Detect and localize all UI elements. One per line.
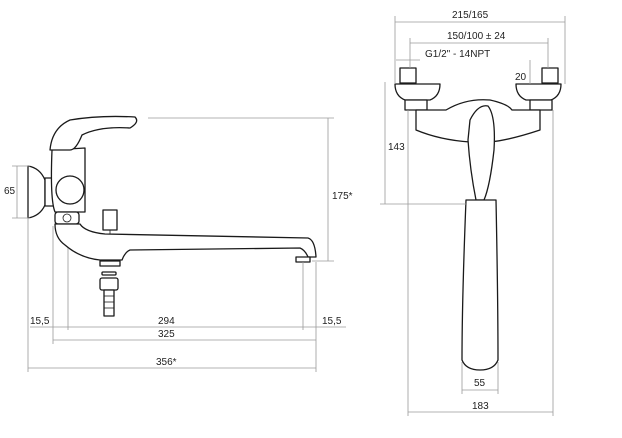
body-bulge	[55, 175, 85, 205]
dim-connector-height: 20	[515, 72, 527, 83]
dim-total-height: 175*	[332, 191, 353, 202]
dim-spout-length: 325	[158, 329, 175, 340]
front-spout	[461, 199, 499, 371]
lever-handle	[49, 115, 138, 151]
washer	[101, 271, 117, 276]
hose-connector	[103, 289, 115, 317]
nut-right	[529, 99, 553, 111]
connector-right	[541, 67, 559, 84]
hose-thread	[99, 260, 121, 267]
dim-bottom-width: 183	[472, 401, 489, 412]
front-view: 215/165 150/100 ± 24 G1/2" - 14NPT 20 14…	[380, 10, 566, 416]
wall-flange	[27, 165, 46, 219]
flange-right	[515, 83, 562, 101]
dim-center-distance: 150/100 ± 24	[447, 31, 506, 42]
dim-thread: G1/2" - 14NPT	[425, 49, 490, 60]
aerator	[295, 256, 311, 263]
flange-left	[394, 83, 441, 101]
nut-left	[404, 99, 428, 111]
spout	[54, 223, 317, 261]
hose-nut	[99, 277, 119, 291]
dim-offset-left: 15,5	[30, 316, 50, 327]
front-lever	[467, 105, 496, 201]
dim-wall-height: 65	[4, 186, 16, 197]
side-view: 65 175* 15,5 294 15,5 325 356*	[4, 115, 353, 372]
dim-body-height: 143	[388, 142, 405, 153]
dim-spout-width: 55	[474, 378, 486, 389]
dim-front-width-total: 215/165	[452, 10, 489, 21]
dim-total-length: 356*	[156, 357, 177, 368]
diverter-knob	[102, 209, 118, 231]
connector-left	[399, 67, 417, 84]
dim-spout-reach: 294	[158, 316, 175, 327]
dim-offset-right: 15,5	[322, 316, 342, 327]
